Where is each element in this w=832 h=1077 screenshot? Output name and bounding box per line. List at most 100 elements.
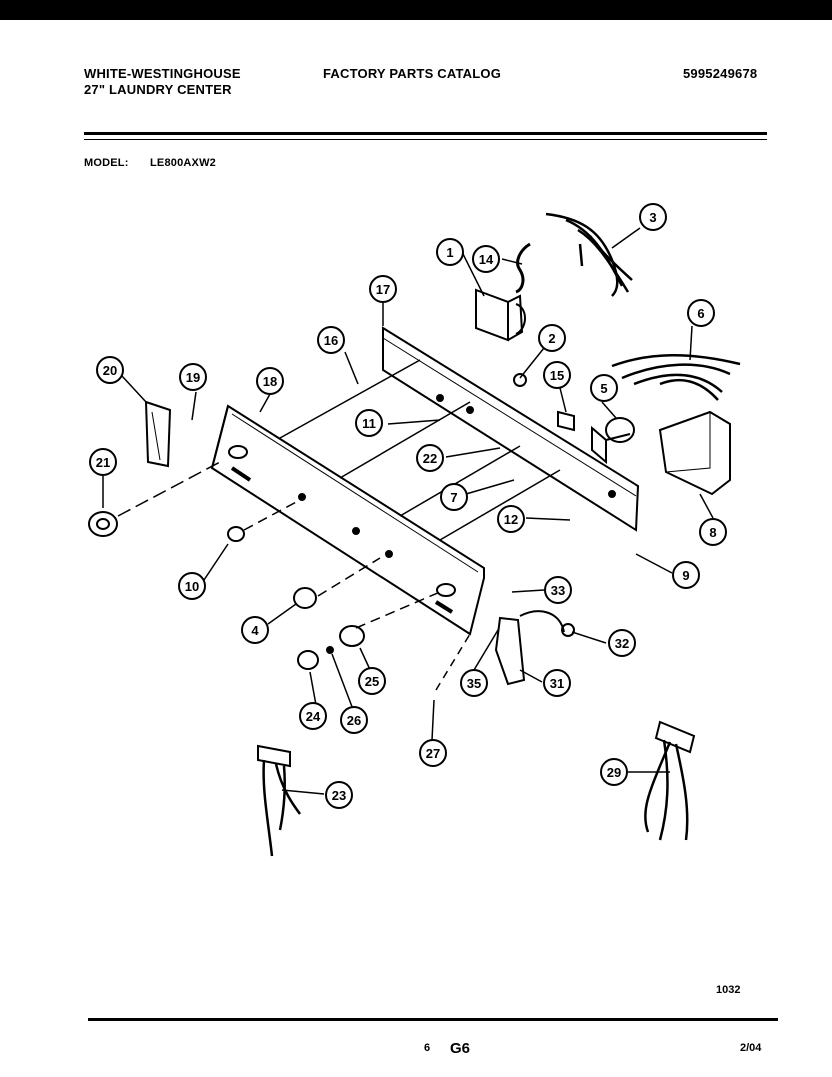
control-box-8 [658,410,731,496]
callout-circle [538,324,566,352]
callout-circle [358,667,386,695]
callout-label: 31 [550,676,564,691]
control-panel-front [210,404,485,636]
callout-21: 21 [89,448,117,476]
page-number: 6 [424,1042,431,1054]
callout-32: 32 [608,629,636,657]
section-code: G6 [450,1040,471,1057]
panel-hole-left [228,445,248,459]
callout-circle [460,669,488,697]
callout-22: 22 [416,444,444,472]
callout-12: 12 [497,505,525,533]
callout-circle [369,275,397,303]
model-label: MODEL: [84,157,129,169]
callout-label: 11 [362,416,376,431]
callout-circle [436,238,464,266]
callout-4: 4 [241,616,269,644]
callout-6: 6 [687,299,715,327]
callout-circle [497,505,525,533]
callout-circle [355,409,383,437]
callout-label: 22 [423,451,437,466]
callout-circle [687,299,715,327]
callout-circle [256,367,284,395]
callout-circle [699,518,727,546]
callout-circle [241,616,269,644]
callout-label: 3 [649,210,656,225]
callout-label: 6 [697,306,704,321]
header-rule-thin [84,139,767,140]
callout-circle [590,374,618,402]
callout-label: 5 [600,381,607,396]
callout-circle [639,203,667,231]
callout-11: 11 [355,409,383,437]
callout-3: 3 [639,203,667,231]
callout-circle [178,572,206,600]
callout-label: 14 [479,252,494,267]
callout-circle [472,245,500,273]
callout-27: 27 [419,739,447,767]
callout-circle [419,739,447,767]
callout-26: 26 [340,706,368,734]
callout-label: 19 [186,370,200,385]
callout-10: 10 [178,572,206,600]
callout-label: 9 [682,568,689,583]
callout-15: 15 [543,361,571,389]
callout-circle [325,781,353,809]
revision-date: 2/04 [740,1042,762,1054]
callout-label: 10 [185,579,199,594]
callout-label: 4 [251,623,259,638]
callout-19: 19 [179,363,207,391]
catalog-number: 5995249678 [683,66,758,81]
callout-label: 26 [347,713,361,728]
footer-rule [88,1018,778,1021]
header-rule-thick [84,132,767,135]
callout-circle [608,629,636,657]
callout-label: 12 [504,512,518,527]
callout-5: 5 [590,374,618,402]
callout-29: 29 [600,758,628,786]
callout-circle [544,576,572,604]
brand-line-1: WHITE-WESTINGHOUSE [84,66,241,81]
callout-label: 1 [446,245,453,260]
callout-31: 31 [543,669,571,697]
timer-body [475,288,509,342]
callout-1: 1 [436,238,464,266]
callout-circle [299,702,327,730]
callout-label: 18 [263,374,277,389]
callout-circle [543,669,571,697]
top-black-bar [0,0,832,20]
panel-hole-right [436,583,456,597]
callout-label: 20 [103,363,117,378]
callout-circle [340,706,368,734]
callout-circle [89,448,117,476]
callout-circle [416,444,444,472]
callout-label: 33 [551,583,565,598]
callout-label: 8 [709,525,716,540]
rear-bracket [382,326,640,532]
model-value: LE800AXW2 [150,157,216,169]
callout-8: 8 [699,518,727,546]
callout-16: 16 [317,326,345,354]
callout-25: 25 [358,667,386,695]
callout-circle [96,356,124,384]
figure-code: 1032 [716,984,741,996]
callout-circle [672,561,700,589]
callout-label: 16 [324,333,338,348]
callout-label: 32 [615,636,629,651]
callout-23: 23 [325,781,353,809]
callout-17: 17 [369,275,397,303]
callout-label: 21 [96,455,110,470]
callout-circle [543,361,571,389]
callout-label: 25 [365,674,379,689]
callout-14: 14 [472,245,500,273]
callout-18: 18 [256,367,284,395]
callout-label: 17 [376,282,390,297]
callout-7: 7 [440,483,468,511]
callout-circle [440,483,468,511]
callout-label: 15 [550,368,564,383]
callout-35: 35 [460,669,488,697]
callout-circle [317,326,345,354]
catalog-title: FACTORY PARTS CATALOG [323,66,502,81]
callout-label: 29 [607,765,621,780]
